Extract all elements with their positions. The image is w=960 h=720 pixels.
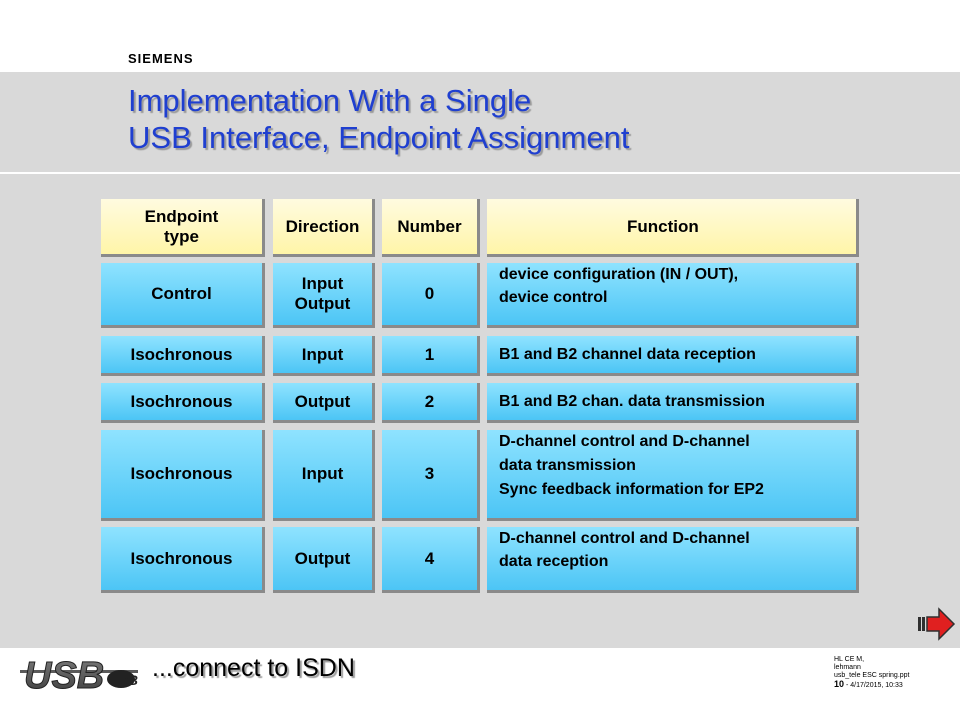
usb-logo-text: USB — [24, 655, 104, 696]
usb-logo-suffix: IB — [124, 672, 138, 688]
footer-line-3: usb_tele ESC spring.ppt — [834, 672, 910, 679]
footer-info: HL CE M, lehmann usb_tele ESC spring.ppt… — [834, 656, 910, 690]
row-0-type: Control — [101, 263, 265, 328]
row-2-number: 2 — [382, 383, 480, 423]
row-3-type: Isochronous — [101, 430, 265, 521]
row-2-direction: Output — [273, 383, 375, 423]
footer-line-2: lehmann — [834, 664, 861, 671]
row-3-number: 3 — [382, 430, 480, 521]
header-type-line-1: Endpoint — [144, 206, 219, 226]
row-3-function-line-1: D-channel control and D-channel — [499, 433, 750, 450]
row-0-direction: Input Output — [273, 263, 375, 328]
row-2-function: B1 and B2 chan. data transmission — [487, 383, 859, 423]
row-4-function: D-channel control and D-channel data rec… — [487, 527, 859, 593]
footer-line-1: HL CE M, — [834, 656, 865, 663]
slide-title: Implementation With a Single USB Interfa… — [128, 82, 629, 156]
header-endpoint-type: Endpoint type — [101, 199, 265, 257]
header-function: Function — [487, 199, 859, 257]
header-type-line-2: type — [164, 226, 199, 246]
row-4-direction: Output — [273, 527, 375, 593]
row-4-type: Isochronous — [101, 527, 265, 593]
footer-datetime: - 4/17/2015, 10:33 — [844, 682, 903, 689]
row-0-direction-line-2: Output — [294, 294, 351, 313]
row-3-function-line-2: data transmission — [499, 457, 636, 474]
row-3-function-line-3: Sync feedback information for EP2 — [499, 481, 764, 498]
row-0-direction-line-1: Input — [301, 274, 344, 293]
row-3-direction: Input — [273, 430, 375, 521]
row-0-function-line-1: device configuration (IN / OUT), — [499, 266, 739, 283]
title-divider — [0, 172, 960, 174]
page-number: 10 — [834, 679, 845, 689]
brand-logo: SIEMENS — [128, 51, 194, 66]
row-1-direction: Input — [273, 336, 375, 376]
row-0-function-line-2: device control — [499, 289, 608, 306]
row-4-function-line-2: data reception — [499, 553, 609, 570]
header-number: Number — [382, 199, 480, 257]
row-3-function: D-channel control and D-channel data tra… — [487, 430, 859, 521]
row-0-function: device configuration (IN / OUT), device … — [487, 263, 859, 328]
row-4-number: 4 — [382, 527, 480, 593]
row-1-function: B1 and B2 channel data reception — [487, 336, 859, 376]
header-direction: Direction — [273, 199, 375, 257]
title-line-2: USB Interface, Endpoint Assignment — [128, 120, 630, 155]
title-line-1: Implementation With a Single — [128, 83, 532, 118]
next-arrow-icon[interactable] — [918, 607, 956, 646]
row-1-number: 1 — [382, 336, 480, 376]
usb-logo: USB IB — [20, 650, 145, 701]
tagline: ...connect to ISDN — [152, 654, 355, 682]
row-2-type: Isochronous — [101, 383, 265, 423]
row-1-type: Isochronous — [101, 336, 265, 376]
row-0-number: 0 — [382, 263, 480, 328]
row-4-function-line-1: D-channel control and D-channel — [499, 530, 750, 547]
